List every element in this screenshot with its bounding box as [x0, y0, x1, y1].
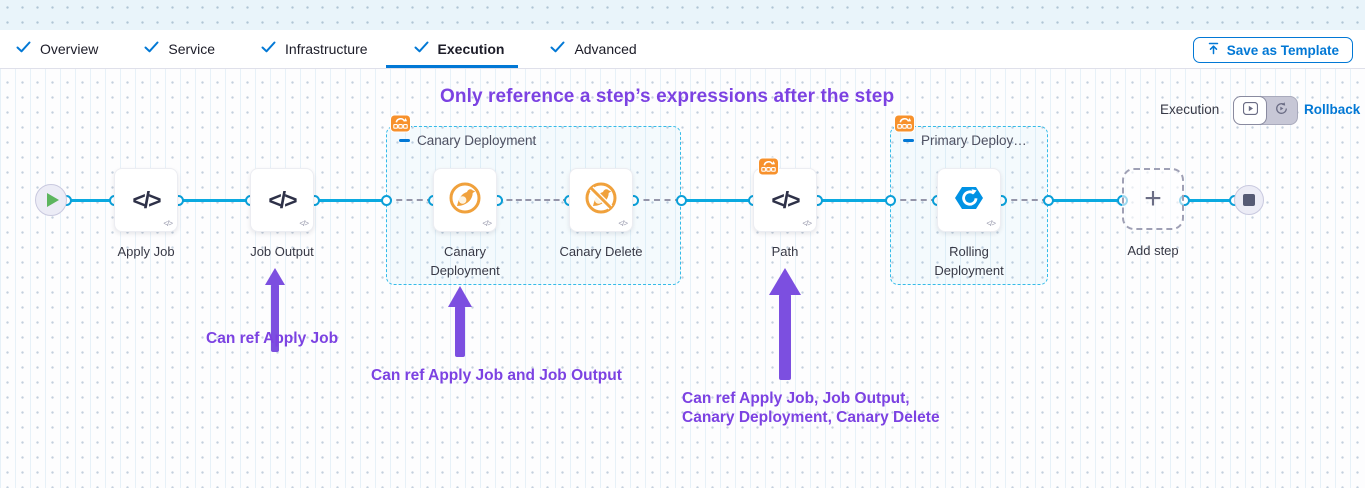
tab-execution[interactable]: Execution [385, 30, 519, 68]
connector-port [381, 195, 392, 206]
connector-line [681, 199, 753, 202]
step-apply-job[interactable]: </> </> [114, 168, 178, 232]
annotation-arrow-shaft [455, 306, 465, 357]
annotation-arrow-icon [265, 268, 285, 285]
code-step-icon: </> [771, 186, 800, 213]
step-group-canary-header[interactable]: Canary Deployment [399, 133, 536, 148]
step-group-primary-header[interactable]: Primary Deploy… [903, 133, 1027, 148]
step-label-canary-deployment: Canary Deployment [430, 244, 500, 278]
tab-overview[interactable]: Overview [16, 30, 98, 68]
step-group-rollback-icon [390, 114, 411, 138]
pipeline-end-node [1234, 185, 1264, 215]
play-icon [47, 193, 59, 207]
connector-line-dashed [386, 199, 433, 201]
code-mini-icon: </> [802, 219, 812, 228]
rollback-link[interactable]: Rollback [1304, 102, 1361, 117]
connector-line-dashed [1001, 199, 1048, 201]
connector-line-dashed [497, 199, 569, 201]
connector-line-dashed [890, 199, 937, 201]
rolling-deployment-icon [953, 182, 985, 219]
tab-label: Service [168, 41, 216, 57]
check-icon [550, 40, 565, 58]
execution-toggle-button[interactable] [1233, 96, 1267, 125]
step-canary-delete[interactable]: </> [569, 168, 633, 232]
tab-label: Infrastructure [285, 41, 368, 57]
connector-port [1043, 195, 1054, 206]
plus-icon: + [1144, 182, 1162, 215]
step-label-apply-job: Apply Job [117, 244, 175, 259]
check-icon [16, 40, 31, 58]
save-as-template-button[interactable]: Save as Template [1192, 37, 1353, 63]
canary-bird-delete-icon [583, 180, 619, 221]
canary-bird-icon [447, 180, 483, 221]
execution-mode-label: Execution [1160, 102, 1220, 117]
save-as-template-label: Save as Template [1226, 42, 1339, 58]
tab-label: Execution [437, 41, 505, 57]
connector-line-dashed [633, 199, 681, 201]
pipeline-start-node [35, 184, 67, 216]
code-step-icon: </> [132, 186, 161, 213]
annotation-heading: Only reference a step’s expressions afte… [440, 86, 895, 107]
connector-port [885, 195, 896, 206]
code-mini-icon: </> [482, 219, 492, 228]
step-label-rolling-deployment: Rolling Deployment [934, 244, 1004, 278]
tab-advanced[interactable]: Advanced [550, 30, 637, 68]
step-group-rollback-icon [758, 157, 779, 181]
connector-line [1184, 199, 1236, 202]
connector-line [1048, 199, 1122, 202]
connector-line [66, 199, 114, 202]
step-group-primary-title: Primary Deploy… [921, 133, 1027, 148]
step-job-output[interactable]: </> </> [250, 168, 314, 232]
annotation-arrow-icon [769, 268, 801, 295]
execution-steps-icon [1242, 101, 1258, 120]
annotation-arrow-shaft [271, 284, 279, 352]
tab-infrastructure[interactable]: Infrastructure [261, 30, 368, 68]
stage-tab-bar: Overview Service Infrastructure Executio… [0, 30, 1365, 69]
rollback-arrow-icon [1274, 101, 1289, 121]
step-label-job-output: Job Output [250, 244, 314, 259]
connector-line [817, 199, 890, 202]
code-mini-icon: </> [618, 219, 628, 228]
upload-icon [1207, 42, 1220, 58]
code-mini-icon: </> [163, 219, 173, 228]
execution-rollback-toggle[interactable] [1233, 96, 1298, 125]
tab-label: Overview [40, 41, 99, 57]
canvas-top-strip [0, 0, 1365, 30]
code-mini-icon: </> [986, 219, 996, 228]
check-icon [144, 40, 159, 58]
collapse-minus-icon[interactable] [399, 139, 410, 142]
check-icon [261, 40, 276, 58]
annotation-can-ref-2: Can ref Apply Job and Job Output [371, 367, 622, 384]
step-rolling-deployment[interactable]: </> [937, 168, 1001, 232]
code-mini-icon: </> [299, 219, 309, 228]
step-label-canary-delete: Canary Delete [559, 244, 643, 259]
stop-icon [1243, 194, 1255, 206]
connector-line [178, 199, 250, 202]
step-label-path: Path [771, 244, 799, 259]
step-group-rollback-icon [894, 114, 915, 138]
tab-service[interactable]: Service [144, 30, 215, 68]
step-path[interactable]: </> </> [753, 168, 817, 232]
connector-port [676, 195, 687, 206]
rollback-toggle-button[interactable] [1266, 97, 1297, 124]
add-step-button[interactable]: + [1122, 168, 1184, 230]
connector-line [314, 199, 386, 202]
annotation-arrow-shaft [779, 294, 791, 380]
step-group-canary-title: Canary Deployment [417, 133, 537, 148]
tab-label: Advanced [574, 41, 637, 57]
annotation-arrow-icon [448, 286, 472, 307]
step-canary-deployment[interactable]: </> [433, 168, 497, 232]
check-icon [414, 40, 429, 58]
annotation-can-ref-1: Can ref Apply Job [206, 330, 339, 347]
code-step-icon: </> [268, 186, 297, 213]
collapse-minus-icon[interactable] [903, 139, 914, 142]
step-label-add-step: Add step [1127, 243, 1179, 258]
annotation-can-ref-3: Can ref Apply Job, Job Output, Canary De… [682, 390, 940, 426]
